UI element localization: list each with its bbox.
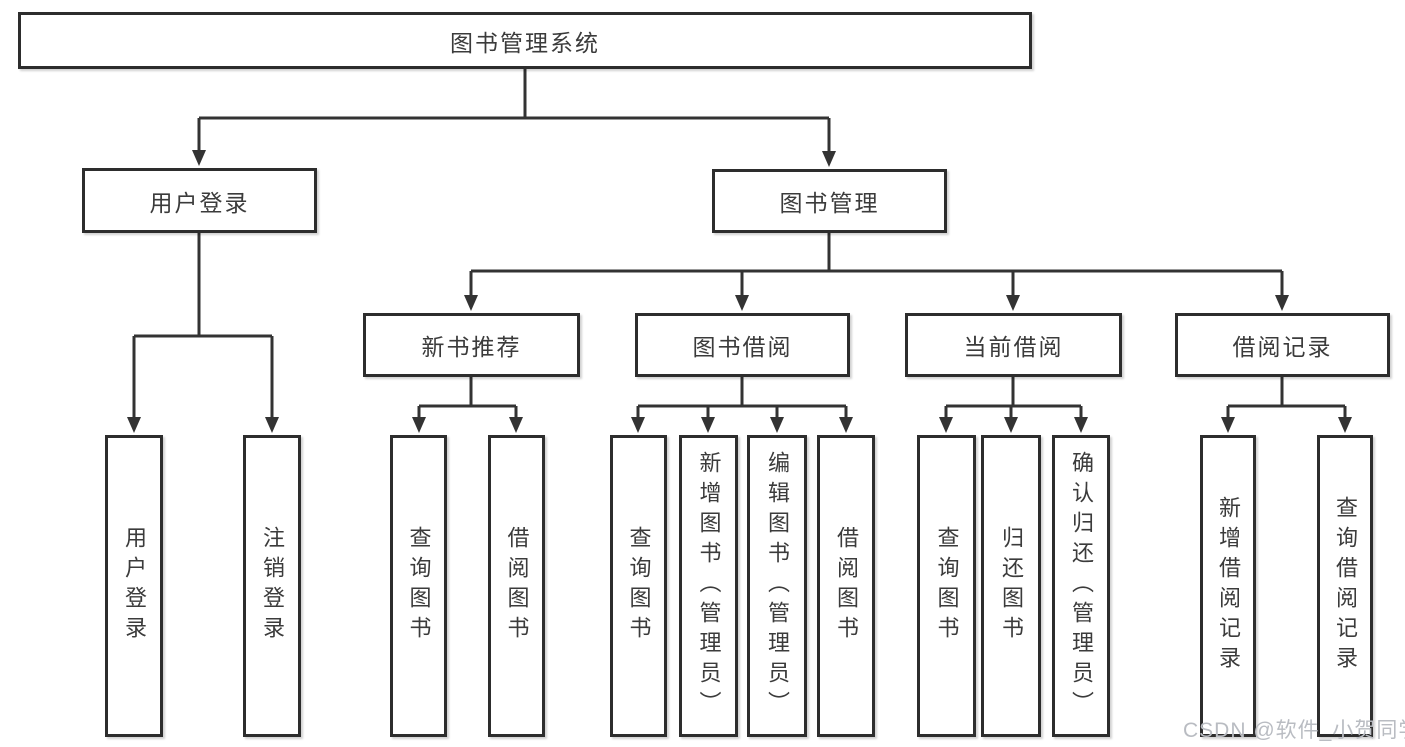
arrow-down-icon <box>631 417 645 433</box>
arrow-down-icon <box>1338 417 1352 433</box>
connector-borrow-record-group <box>1226 377 1347 418</box>
node-leaf-query-borrow-record: 查询借阅记录 <box>1317 435 1373 737</box>
arrow-down-icon <box>127 417 141 433</box>
node-book-borrow-label: 图书借阅 <box>692 334 793 360</box>
node-leaf-confirm-return-admin: 确认归还（管理员） <box>1052 435 1110 737</box>
arrowheads <box>127 150 1352 433</box>
arrow-down-icon <box>412 417 426 433</box>
node-leaf-edit-books-admin-label: 编辑图书（管理员） <box>765 451 790 721</box>
node-leaf-borrow-books-1-label: 借阅图书 <box>504 526 530 646</box>
node-leaf-query-books-3-label: 查询图书 <box>934 526 960 646</box>
node-leaf-query-books-1-label: 查询图书 <box>406 526 432 646</box>
node-leaf-logout-label: 注销登录 <box>260 526 285 646</box>
node-leaf-query-books-3: 查询图书 <box>917 435 976 737</box>
node-leaf-borrow-books-1: 借阅图书 <box>488 435 545 737</box>
node-leaf-user-login: 用户登录 <box>105 435 163 737</box>
node-current-borrow-label: 当前借阅 <box>963 334 1064 360</box>
node-leaf-return-books: 归还图书 <box>981 435 1041 737</box>
arrow-down-icon <box>822 151 836 167</box>
node-leaf-borrow-books-2-label: 借阅图书 <box>834 526 859 646</box>
arrow-down-icon <box>1221 417 1235 433</box>
node-new-book-rec: 新书推荐 <box>363 313 580 377</box>
connector-book-mgmt-branch <box>469 233 1284 296</box>
node-new-book-rec-label: 新书推荐 <box>421 334 522 360</box>
node-borrow-record-label: 借阅记录 <box>1232 334 1333 360</box>
node-leaf-confirm-return-admin-label: 确认归还（管理员） <box>1069 451 1094 721</box>
node-root: 图书管理系统 <box>18 12 1032 69</box>
node-book-mgmt-branch-label: 图书管理 <box>779 190 880 216</box>
node-leaf-add-books-admin: 新增图书（管理员） <box>679 435 738 737</box>
arrow-down-icon <box>839 417 853 433</box>
node-leaf-query-books-1: 查询图书 <box>390 435 447 737</box>
node-book-mgmt-branch: 图书管理 <box>712 169 947 233</box>
node-user-login-branch-label: 用户登录 <box>149 189 250 216</box>
arrow-down-icon <box>1074 417 1088 433</box>
connector-user-login-branch <box>132 233 274 418</box>
arrow-down-icon <box>1275 295 1289 311</box>
node-book-borrow: 图书借阅 <box>635 313 850 377</box>
arrow-down-icon <box>701 417 715 433</box>
node-leaf-edit-books-admin: 编辑图书（管理员） <box>747 435 807 737</box>
connector-book-borrow-group <box>636 377 848 418</box>
node-user-login-branch: 用户登录 <box>82 168 317 233</box>
arrow-down-icon <box>939 417 953 433</box>
connector-new-book-group <box>417 377 518 418</box>
arrow-down-icon <box>1006 295 1020 311</box>
node-leaf-return-books-label: 归还图书 <box>999 526 1024 646</box>
node-leaf-query-borrow-record-label: 查询借阅记录 <box>1333 496 1358 676</box>
arrow-down-icon <box>464 295 478 311</box>
node-leaf-user-login-label: 用户登录 <box>122 526 147 646</box>
node-leaf-borrow-books-2: 借阅图书 <box>817 435 875 737</box>
arrow-down-icon <box>1004 417 1018 433</box>
arrow-down-icon <box>192 150 206 166</box>
node-current-borrow: 当前借阅 <box>905 313 1122 377</box>
node-leaf-query-books-2: 查询图书 <box>610 435 667 737</box>
node-leaf-add-borrow-record-label: 新增借阅记录 <box>1216 496 1241 676</box>
connector-root-to-level2 <box>197 69 831 152</box>
node-leaf-add-borrow-record: 新增借阅记录 <box>1200 435 1256 737</box>
node-borrow-record: 借阅记录 <box>1175 313 1390 377</box>
node-leaf-query-books-2-label: 查询图书 <box>626 526 652 646</box>
node-root-label: 图书管理系统 <box>450 29 600 56</box>
watermark: CSDN @软件_小贺同学 <box>1183 719 1405 742</box>
node-leaf-add-books-admin-label: 新增图书（管理员） <box>696 451 722 721</box>
arrow-down-icon <box>735 295 749 311</box>
connector-current-borrow-group <box>944 377 1083 418</box>
node-leaf-logout: 注销登录 <box>243 435 301 737</box>
arrow-down-icon <box>770 417 784 433</box>
arrow-down-icon <box>265 417 279 433</box>
arrow-down-icon <box>509 417 523 433</box>
